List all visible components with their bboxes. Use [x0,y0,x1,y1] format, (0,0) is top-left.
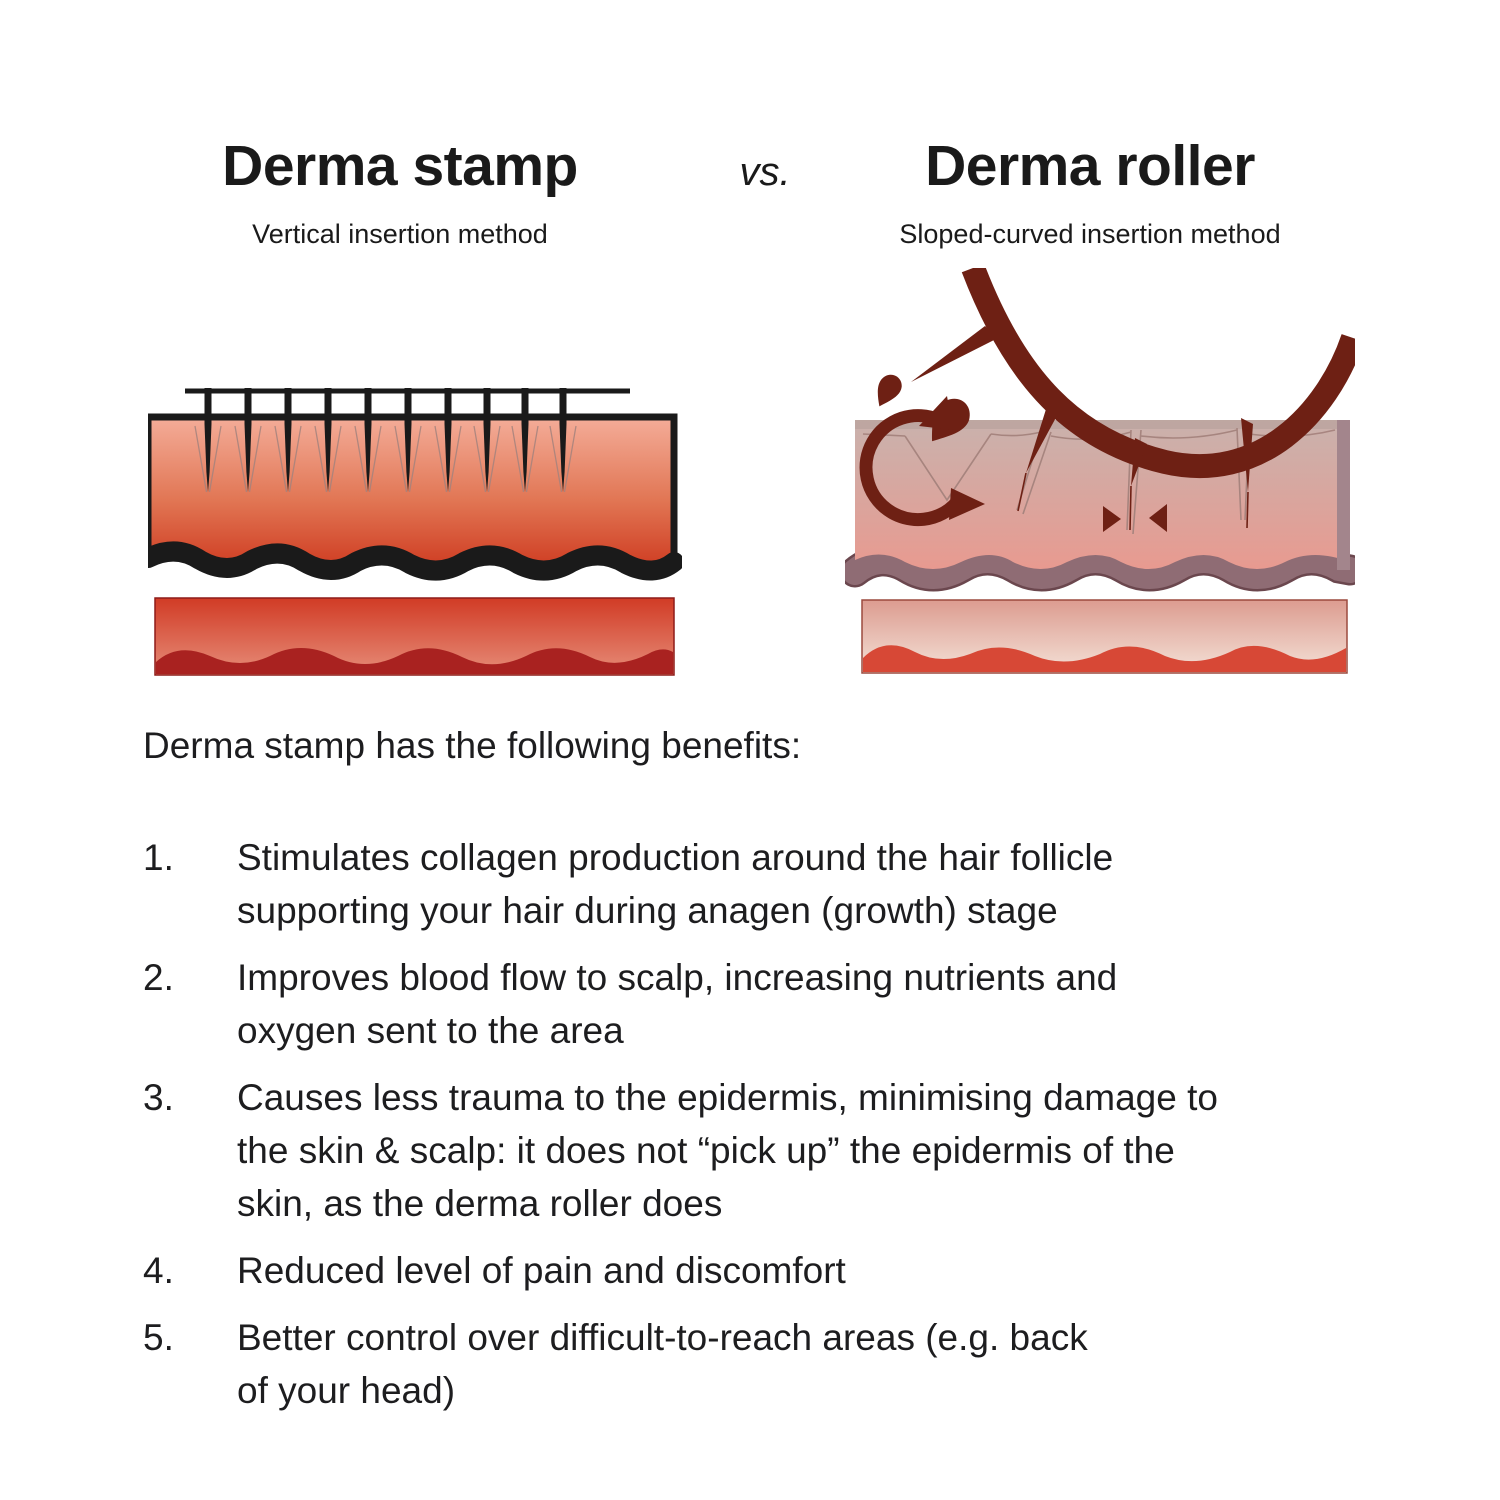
benefit-number: 5. [143,1317,174,1358]
benefit-number: 1. [143,837,174,878]
roller-wheel-arc [961,268,1355,479]
benefit-item-5: 5. Better control over difficult-to-reac… [143,1311,1388,1417]
stamp-dermis-layer [154,597,675,676]
benefit-item-1: 1. Stimulates collagen production around… [143,831,1388,937]
roller-needle-detached [911,326,998,382]
benefit-number: 3. [143,1077,174,1118]
roller-dermis-layer [861,599,1348,674]
left-subtitle: Vertical insertion method [252,219,548,249]
vs-label: vs. [739,150,791,194]
benefit-item-3: 3. Causes less trauma to the epidermis, … [143,1071,1388,1230]
stamp-basal-wave [148,541,682,581]
right-title: Derma roller [925,134,1255,198]
benefit-text: Better control over difficult-to-reach a… [237,1317,1088,1411]
benefit-number: 4. [143,1250,174,1291]
rotation-arrow-icon [859,396,985,526]
roller-basal-band [845,547,1355,589]
benefits-list: 1. Stimulates collagen production around… [143,831,1388,1431]
derma-roller-illustration [845,268,1355,674]
benefits-intro: Derma stamp has the following benefits: [143,725,802,766]
benefit-text: Reduced level of pain and discomfort [237,1250,846,1291]
left-title: Derma stamp [222,134,578,198]
debris-triangle-icons [1103,504,1167,532]
roller-dermis-hills [863,645,1346,672]
benefit-item-4: 4. Reduced level of pain and discomfort [143,1244,1388,1297]
blood-drop-small-icon [877,374,902,407]
derma-stamp-illustration [148,387,682,676]
left-title-group: Derma stamp Vertical insertion method [100,138,700,250]
right-title-group: Derma roller Sloped-curved insertion met… [830,138,1350,250]
roller-skin-right-edge [1337,420,1350,570]
benefit-item-2: 2. Improves blood flow to scalp, increas… [143,951,1388,1057]
benefit-text: Causes less trauma to the epidermis, min… [237,1077,1218,1224]
roller-needles [911,326,1253,531]
right-subtitle: Sloped-curved insertion method [899,219,1281,249]
benefit-text: Stimulates collagen production around th… [237,837,1114,931]
benefit-text: Improves blood flow to scalp, increasing… [237,957,1118,1051]
stamp-dermis-hills [156,648,673,674]
benefit-number: 2. [143,957,174,998]
